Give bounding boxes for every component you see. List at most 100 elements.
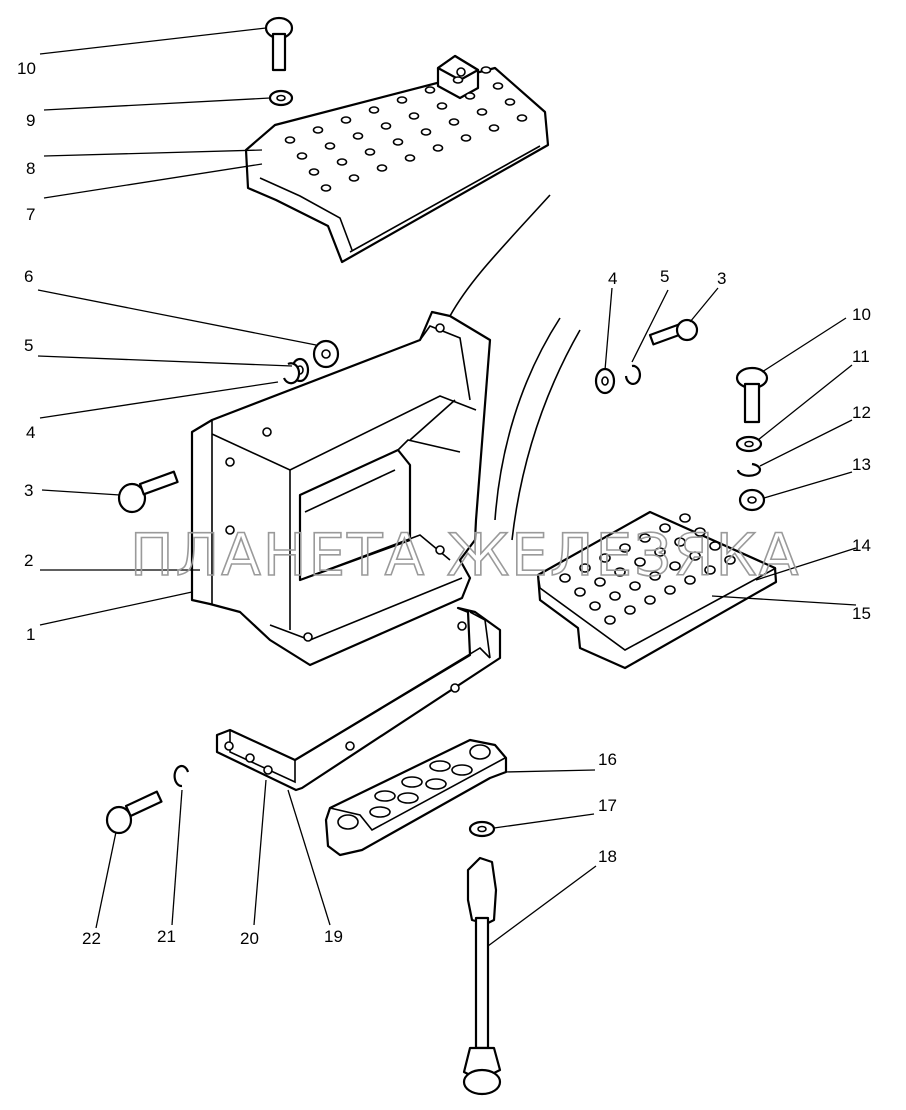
plate-hole — [284, 136, 296, 144]
callout-label: 2 — [24, 551, 33, 570]
callout-label: 4 — [608, 269, 617, 288]
plate-hole — [348, 174, 360, 182]
nut-13 — [738, 488, 766, 512]
plate-hole — [724, 555, 736, 565]
callout-label: 6 — [24, 267, 33, 286]
callout-label: 8 — [26, 159, 35, 178]
step-plate-right — [536, 510, 778, 670]
leader-lines — [37, 27, 857, 947]
plate-hole — [614, 567, 626, 577]
plate-hole — [599, 553, 611, 563]
callout-label: 3 — [24, 481, 33, 500]
plate-hole — [380, 122, 392, 130]
plate-hole — [649, 571, 661, 581]
long-bolt — [462, 856, 502, 1096]
plate-hole — [308, 168, 320, 176]
plate-hole — [669, 561, 681, 571]
plate-hole — [336, 158, 348, 166]
callout-labels: 10 9 8 7 6 5 4 3 2 1 4 5 3 10 11 12 13 1… — [17, 59, 871, 948]
plate-hole — [694, 527, 706, 537]
lock-washer-21 — [173, 764, 190, 788]
connector-line — [449, 194, 551, 317]
callout-label: 3 — [717, 269, 726, 288]
plate-hole — [404, 154, 416, 162]
bolt-10-right — [735, 366, 769, 424]
washer-17 — [468, 820, 496, 838]
plate-hole — [488, 124, 500, 132]
plate-hole — [476, 108, 488, 116]
u-bracket — [215, 606, 502, 792]
plate-hole — [452, 76, 464, 84]
plate-hole — [392, 138, 404, 146]
plate-hole — [460, 134, 472, 142]
callout-label: 13 — [852, 455, 871, 474]
plate-hole — [424, 86, 436, 94]
callout-label: 16 — [598, 750, 617, 769]
plate-hole — [376, 164, 388, 172]
plate-hole — [480, 66, 492, 74]
callout-label: 4 — [26, 423, 35, 442]
plate-hole — [624, 605, 636, 615]
plate-hole — [594, 577, 606, 587]
callout-label: 1 — [26, 625, 35, 644]
callout-label: 7 — [26, 205, 35, 224]
plate-hole — [574, 587, 586, 597]
plate-hole — [604, 615, 616, 625]
plate-hole — [340, 116, 352, 124]
plate-hole — [432, 144, 444, 152]
callout-label: 5 — [660, 267, 669, 286]
callout-label: 12 — [852, 403, 871, 422]
bolt-3-left — [117, 470, 179, 514]
step-bar — [324, 738, 508, 857]
bracket-frame — [190, 310, 492, 667]
plate-hole — [609, 591, 621, 601]
plate-hole — [368, 106, 380, 114]
plate-hole — [559, 573, 571, 583]
plate-hole — [689, 551, 701, 561]
callout-label: 10 — [852, 305, 871, 324]
plate-hole — [634, 557, 646, 567]
lock-washer-5-right — [624, 364, 641, 385]
curved-tube-right — [511, 329, 581, 541]
plate-hole — [679, 513, 691, 523]
plate-hole — [639, 533, 651, 543]
plate-hole — [396, 96, 408, 104]
callout-label: 15 — [852, 604, 871, 623]
plate-hole — [408, 112, 420, 120]
plate-hole — [589, 601, 601, 611]
callout-label: 20 — [240, 929, 259, 948]
plate-hole — [704, 565, 716, 575]
plate-hole — [579, 563, 591, 573]
plate-hole — [324, 142, 336, 150]
callout-label: 21 — [157, 927, 176, 946]
plate-hole — [674, 537, 686, 547]
nut-6 — [312, 339, 340, 369]
plate-hole — [296, 152, 308, 160]
callout-label: 11 — [852, 347, 870, 366]
callout-label: 9 — [26, 111, 35, 130]
watermark-text: ПЛАНЕТА ЖЕЛЕЗЯКА — [130, 521, 800, 589]
plate-hole — [352, 132, 364, 140]
plate-hole — [644, 595, 656, 605]
plate-hole — [420, 128, 432, 136]
curved-tube-left — [494, 317, 561, 521]
callout-label: 14 — [852, 536, 871, 555]
bolt-22 — [105, 790, 163, 835]
plate-hole — [436, 102, 448, 110]
plate-hole — [448, 118, 460, 126]
bolt-3-right — [648, 318, 699, 346]
lock-washer-4-left — [282, 362, 301, 385]
plate-hole — [654, 547, 666, 557]
plate-hole — [504, 98, 516, 106]
plate-hole — [684, 575, 696, 585]
plate-hole — [664, 585, 676, 595]
plate-hole — [516, 114, 528, 122]
plate-hole — [709, 541, 721, 551]
callout-label: 18 — [598, 847, 617, 866]
washer-4-right — [594, 367, 616, 395]
callout-label: 19 — [324, 927, 343, 946]
plate-hole — [320, 184, 332, 192]
callout-label: 5 — [24, 336, 33, 355]
plate-hole — [464, 92, 476, 100]
